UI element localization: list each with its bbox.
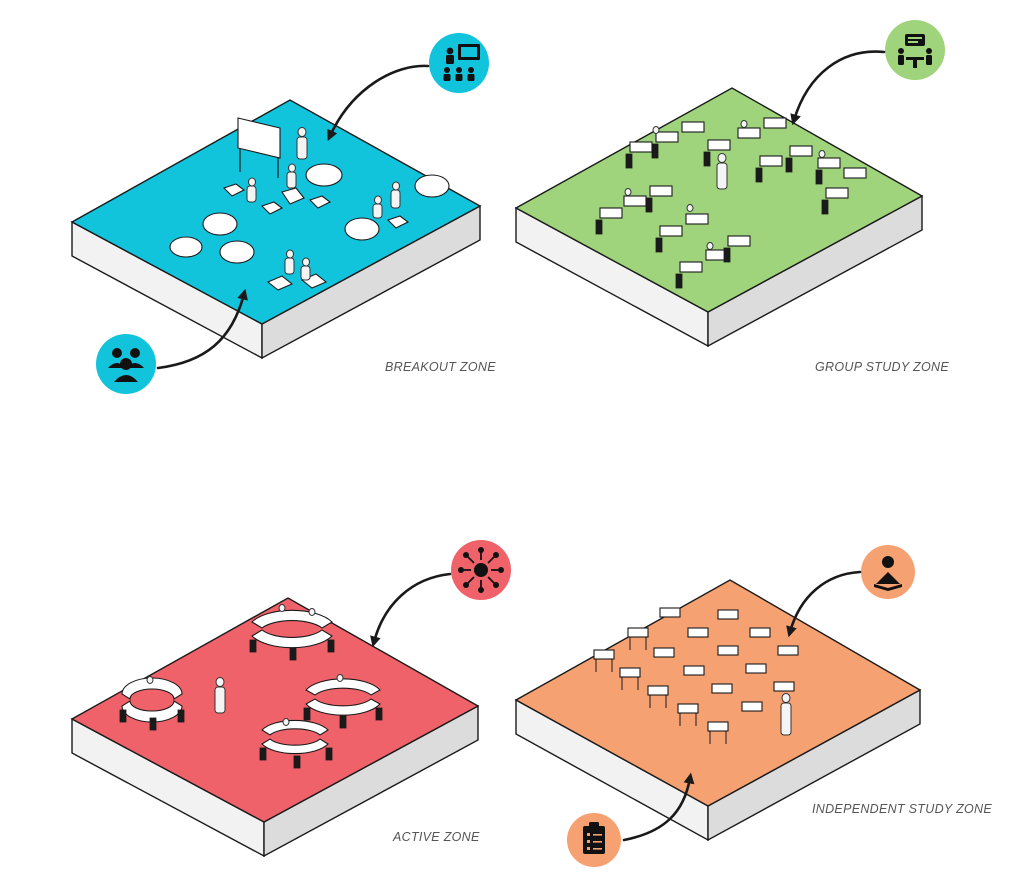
teacher-presentation-icon bbox=[429, 33, 489, 93]
network-hub-icon bbox=[451, 540, 511, 600]
zone-label-independent-study: INDEPENDENT STUDY ZONE bbox=[812, 802, 992, 816]
platform-active bbox=[70, 597, 480, 858]
floor-active bbox=[70, 597, 480, 823]
reading-person-icon bbox=[861, 545, 915, 599]
zone-independent-study: INDEPENDENT STUDY ZONE bbox=[514, 545, 992, 867]
platform-breakout bbox=[70, 99, 482, 360]
zone-label-active: ACTIVE ZONE bbox=[392, 830, 480, 844]
group-people-icon bbox=[96, 334, 156, 394]
meeting-table-icon bbox=[885, 20, 945, 80]
zone-label-group-study: GROUP STUDY ZONE bbox=[815, 360, 949, 374]
active-furniture bbox=[119, 604, 383, 769]
floor-breakout bbox=[70, 99, 482, 325]
zone-breakout: BREAKOUT ZONE bbox=[70, 33, 496, 394]
platform-group-study bbox=[514, 87, 924, 348]
clipboard-checklist-icon bbox=[567, 813, 621, 867]
group-study-furniture bbox=[595, 117, 867, 289]
breakout-furniture bbox=[169, 117, 450, 291]
independent-study-furniture bbox=[593, 607, 799, 744]
zone-active: ACTIVE ZONE bbox=[70, 540, 511, 858]
floor-group-study bbox=[514, 87, 924, 313]
zone-label-breakout: BREAKOUT ZONE bbox=[385, 360, 496, 374]
zone-group-study: GROUP STUDY ZONE bbox=[514, 20, 949, 374]
